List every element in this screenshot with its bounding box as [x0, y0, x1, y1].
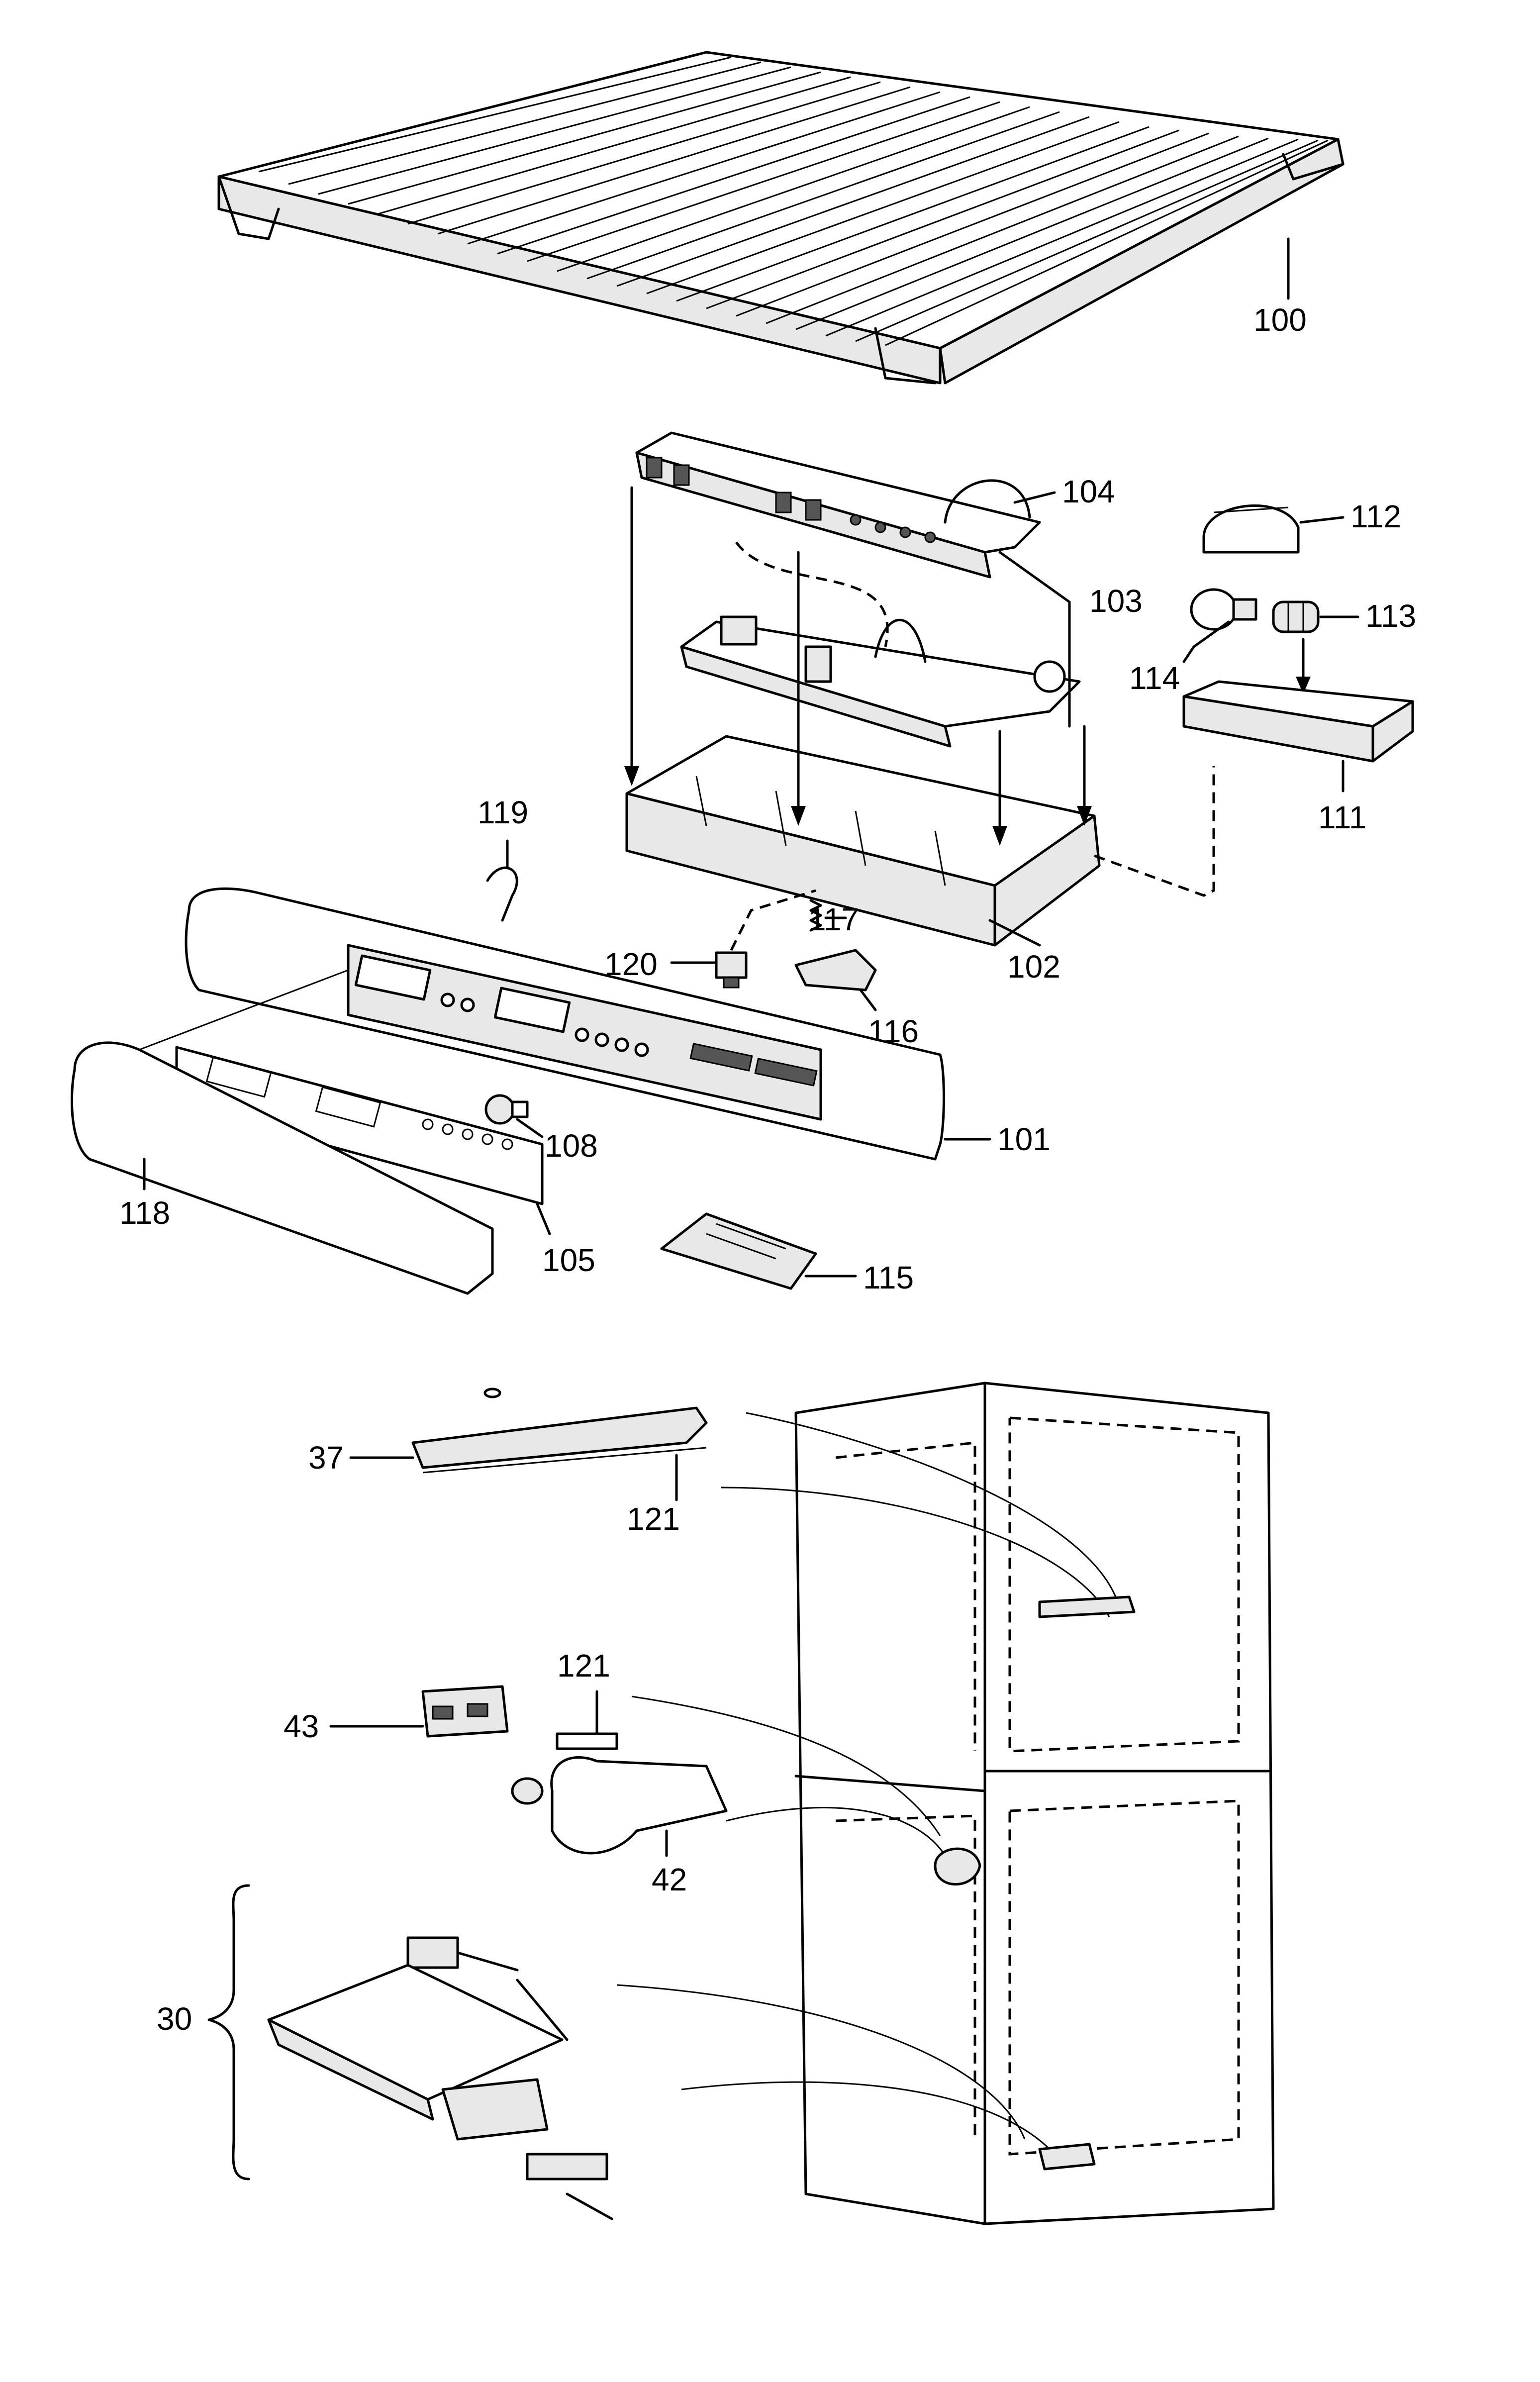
part-113-lamp-holder [1272, 600, 1320, 633]
label-30: 30 [157, 2001, 192, 2037]
label-117: 117 [808, 901, 859, 937]
leader-116 [859, 989, 877, 1011]
dashed-link-111 [1094, 766, 1215, 897]
leader-104 [1013, 491, 1056, 504]
part-30-bracket-assembly [267, 1936, 1096, 2220]
refrigerator-cabinet [794, 1382, 1275, 2225]
label-121b: 121 [557, 1648, 610, 1684]
part-112-lamp-cover [1202, 504, 1300, 554]
label-119: 119 [478, 794, 528, 830]
part-101-control-fascia [185, 887, 945, 1161]
part-103-power-board [680, 615, 1081, 748]
part-117-spring [809, 899, 822, 932]
part-115-bracket [660, 1212, 817, 1290]
label-104: 104 [1062, 474, 1115, 509]
part-100-top-cover [217, 51, 1345, 385]
label-121a: 121 [627, 1501, 680, 1537]
arrow-113-head [1296, 677, 1311, 694]
label-114: 114 [1129, 660, 1180, 696]
label-37: 37 [308, 1440, 344, 1476]
leader-105 [536, 1202, 551, 1235]
label-108: 108 [545, 1128, 598, 1164]
label-101: 101 [997, 1121, 1051, 1157]
label-105: 105 [542, 1242, 595, 1278]
part-102-control-housing [625, 735, 1101, 947]
part-104-display-board [635, 431, 1041, 579]
part-108-knob [484, 1094, 529, 1125]
part-119-spring-clip [486, 866, 518, 922]
part-114-bulb [1190, 588, 1257, 631]
label-113: 113 [1365, 598, 1416, 634]
assembly-arrows-control [624, 486, 1092, 846]
label-100: 100 [1253, 302, 1307, 338]
label-102: 102 [1007, 949, 1060, 985]
leader-108 [516, 1118, 544, 1138]
part-118-fascia-cover [70, 969, 494, 1295]
label-118: 118 [119, 1195, 170, 1231]
leader-103 [998, 551, 1071, 728]
brace-30 [207, 1884, 250, 2181]
part-116-lever [794, 949, 877, 992]
leader-114 [1182, 620, 1230, 663]
part-111-lamp-housing [1182, 680, 1414, 763]
label-42: 42 [652, 1862, 687, 1897]
leader-112 [1299, 516, 1345, 524]
part-42-knob-housing [511, 1756, 981, 1886]
connector-121b [631, 1695, 941, 1836]
label-103: 103 [1089, 583, 1143, 619]
label-111: 111 [1318, 799, 1366, 835]
label-43: 43 [284, 1708, 319, 1744]
leader-102 [988, 919, 1041, 947]
part-37-thermostat [411, 1388, 1136, 1618]
part-43-switch-assembly [421, 1685, 618, 1750]
dashed-link-120 [730, 889, 816, 951]
part-120-switch [715, 951, 748, 989]
label-115: 115 [863, 1260, 914, 1295]
label-112: 112 [1350, 498, 1401, 534]
